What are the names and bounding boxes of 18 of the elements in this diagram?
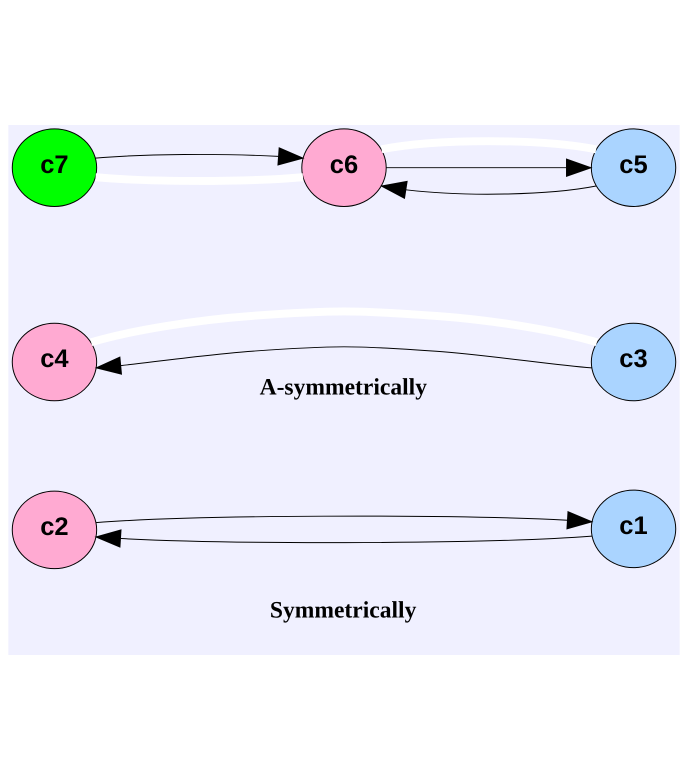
arrow <box>380 180 597 199</box>
connector <box>380 136 597 153</box>
node-circle: c4 <box>12 322 98 401</box>
label: Symmetrically <box>270 596 416 623</box>
node-circle: c3 <box>590 322 676 401</box>
connector <box>95 172 304 184</box>
node-circle: c7 <box>12 128 98 206</box>
node-circle: c5 <box>590 128 676 206</box>
arrow <box>96 510 594 529</box>
connector <box>90 307 598 346</box>
arrow <box>94 528 592 548</box>
label: A-symmetrically <box>260 374 427 400</box>
arrow <box>95 146 305 166</box>
node-circle: c6 <box>301 128 387 206</box>
node-circle: c1 <box>590 489 676 568</box>
arrow <box>386 158 593 176</box>
arrow <box>94 346 592 374</box>
node-circle: c2 <box>12 490 98 569</box>
